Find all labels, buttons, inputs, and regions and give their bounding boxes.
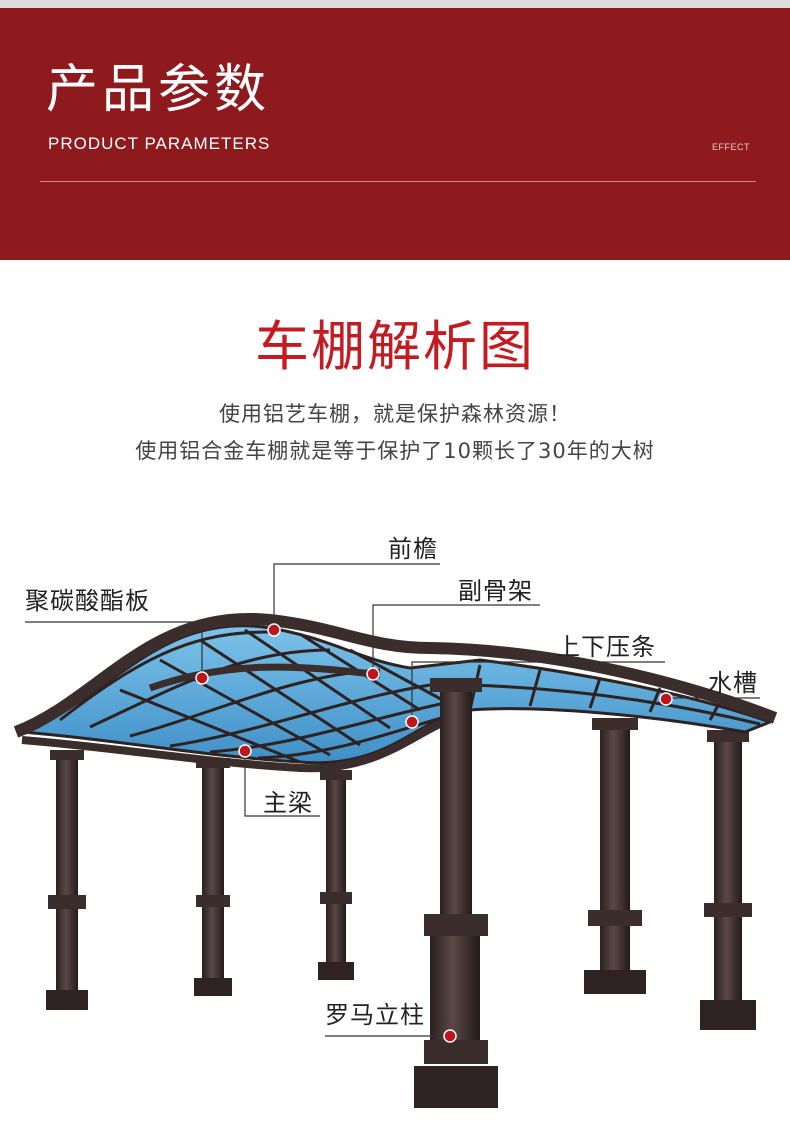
label-polycarbonate: 聚碳酸酯板 bbox=[25, 587, 150, 615]
carport-illustration bbox=[13, 563, 778, 1108]
marker-roman-column bbox=[443, 1029, 457, 1043]
label-main-beam: 主梁 bbox=[263, 789, 313, 817]
label-sub-frame: 副骨架 bbox=[458, 577, 533, 605]
label-roman-column: 罗马立柱 bbox=[325, 1001, 425, 1029]
marker-main-beam bbox=[238, 744, 252, 758]
marker-polycarbonate bbox=[195, 671, 209, 685]
marker-gutter bbox=[659, 692, 673, 706]
header-banner: 产品参数 PRODUCT PARAMETERS EFFECT bbox=[0, 8, 790, 260]
description-line-1: 使用铝艺车棚，就是保护森林资源！ bbox=[219, 402, 571, 426]
carport-diagram: 前檐 聚碳酸酯板 副骨架 上下压条 水槽 主梁 罗马立柱 bbox=[0, 500, 790, 1140]
label-front-eave: 前檐 bbox=[388, 535, 438, 563]
label-press-strip: 上下压条 bbox=[556, 633, 656, 661]
header-divider bbox=[40, 181, 756, 182]
marker-front-eave bbox=[267, 623, 281, 637]
leader-lines bbox=[25, 563, 760, 1037]
marker-press-strip bbox=[405, 715, 419, 729]
header-title: 产品参数 bbox=[46, 60, 271, 120]
section-title: 车棚解析图 bbox=[255, 315, 535, 378]
roof-panels bbox=[13, 612, 778, 773]
header-effect: EFFECT bbox=[712, 142, 750, 152]
description-line-2: 使用铝合金车棚就是等于保护了10颗长了30年的大树 bbox=[135, 439, 655, 463]
label-gutter: 水槽 bbox=[708, 669, 758, 697]
back-columns bbox=[46, 718, 756, 1030]
header-subtitle: PRODUCT PARAMETERS bbox=[48, 134, 271, 153]
top-strip bbox=[0, 0, 790, 8]
front-columns bbox=[414, 678, 498, 1108]
marker-sub-frame bbox=[366, 667, 380, 681]
